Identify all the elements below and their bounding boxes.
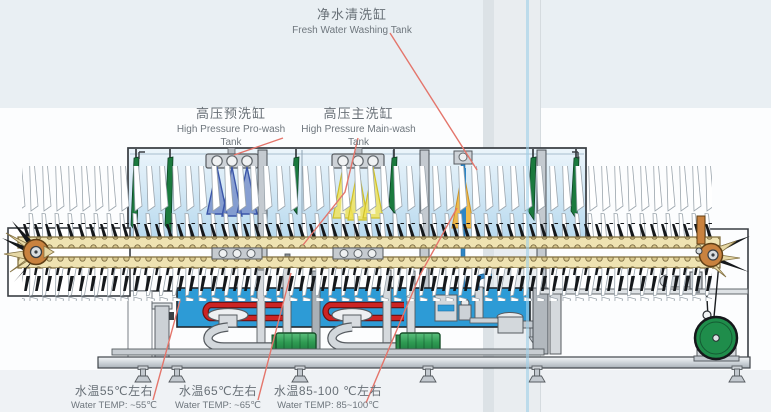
chain-upper-run (17, 236, 721, 249)
spiked-conveyor (2, 166, 750, 301)
label-mainwash-en: High Pressure Main-wash Tank (301, 123, 416, 148)
leader-prewash (233, 137, 284, 156)
right-sprocket (695, 215, 750, 278)
housing-hook (138, 151, 145, 159)
label-prewash-tank: 高压预洗缸 High Pressure Pro-wash Tank (166, 106, 296, 149)
label-temp55-zh: 水温55℃左右 (74, 384, 154, 398)
label-temp65-en: Water TEMP: ~65℃ (175, 399, 261, 411)
label-temp85-en: Water TEMP: 85~100℃ (277, 399, 379, 411)
lower-spray-manifolds (211, 247, 384, 260)
leader-mainwash (302, 137, 359, 246)
drive-pulley (693, 261, 740, 362)
background-top-band (0, 0, 771, 108)
leader-temp1 (152, 300, 181, 401)
leader-temp3 (365, 207, 458, 404)
upper-spikes (22, 223, 712, 237)
label-temp-85-100: 水温85-100 ℃左右 Water TEMP: 85~100℃ (266, 384, 390, 412)
label-fresh-en: Fresh Water Washing Tank (292, 24, 412, 36)
housing-hook (572, 151, 579, 159)
tank-pipes (256, 253, 484, 353)
label-temp65-zh: 水温65℃左右 (178, 384, 258, 398)
label-mainwash-zh: 高压主洗缸 (323, 106, 394, 121)
support-leg (549, 291, 562, 355)
label-temp-55: 水温55℃左右 Water TEMP: ~55℃ (58, 384, 170, 412)
label-prewash-en: High Pressure Pro-wash Tank (176, 123, 286, 148)
background-bottom-band (0, 370, 771, 412)
left-sprocket (2, 221, 55, 282)
label-temp55-en: Water TEMP: ~55℃ (71, 399, 157, 411)
machine-feet (134, 365, 746, 383)
pump-unit-2 (327, 307, 441, 353)
leader-lines (152, 32, 478, 404)
lower-spikes (22, 268, 712, 291)
label-temp-65: 水温65℃左右 Water TEMP: ~65℃ (162, 384, 274, 412)
leader-fresh (389, 32, 478, 171)
label-mainwash-tank: 高压主洗缸 High Pressure Main-wash Tank (293, 106, 424, 149)
pump-unit-1 (203, 307, 317, 353)
suction-pipe-rail (111, 348, 545, 356)
glass-panel-line (526, 0, 529, 412)
label-temp85-zh: 水温85-100 ℃左右 (273, 384, 383, 398)
label-fresh-water-tank: 净水清洗缸 Fresh Water Washing Tank (284, 7, 420, 37)
leader-temp2 (257, 272, 292, 401)
label-prewash-zh: 高压预洗缸 (195, 106, 266, 121)
label-fresh-zh: 净水清洗缸 (316, 7, 387, 22)
